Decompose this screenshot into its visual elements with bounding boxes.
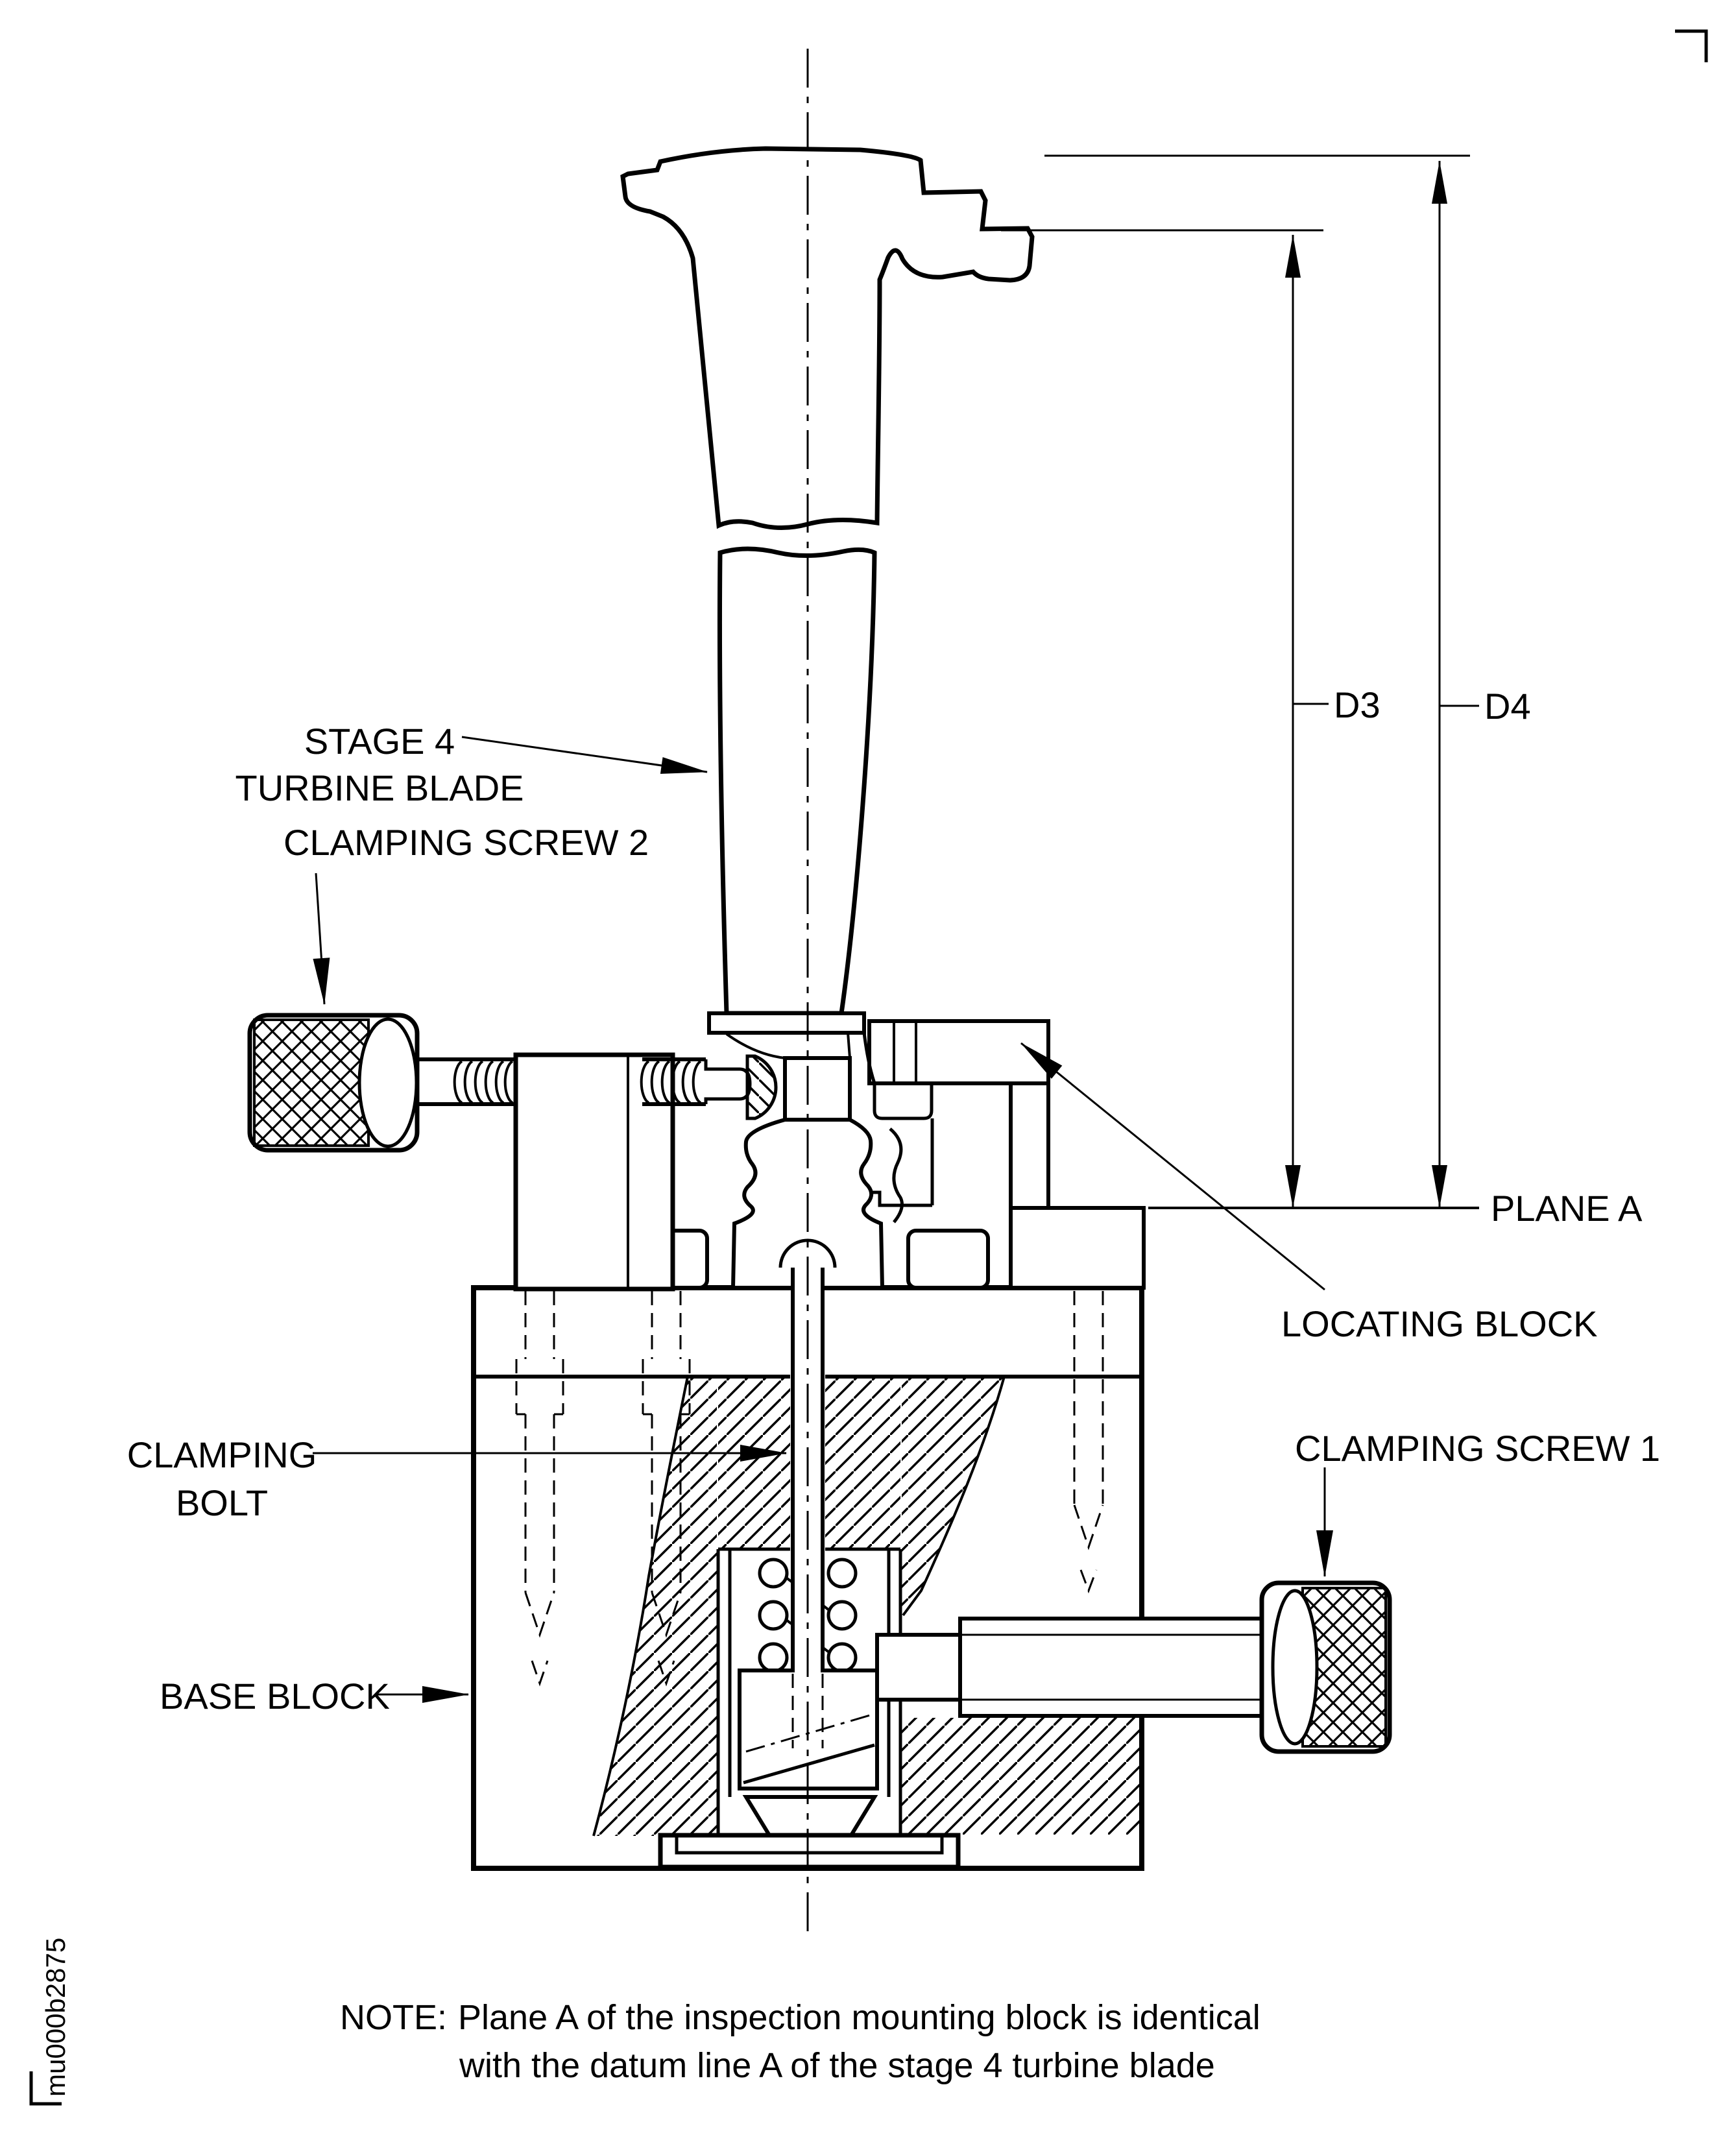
- screw1-shaft: [958, 1617, 1264, 1718]
- section-hatch-right-lower: [902, 1718, 1140, 1835]
- blade-lower-airfoil: [717, 546, 877, 1016]
- hidden-screw-mid: [642, 1291, 691, 1687]
- dimension-lines: [1001, 154, 1479, 1209]
- section-hatch-left: [594, 1377, 717, 1836]
- section-hatch-right-upper: [902, 1377, 1004, 1617]
- bolt-dome: [778, 1238, 837, 1268]
- label-clamping-screw-1: CLAMPING SCREW 1: [1295, 1428, 1660, 1469]
- note-heading: NOTE:: [340, 1998, 447, 2037]
- locating-block-shape: [625, 1019, 1146, 1290]
- blade-platform: [707, 1011, 866, 1035]
- note-line2: with the datum line A of the stage 4 tur…: [459, 2046, 1215, 2085]
- label-stage4-line2: TURBINE BLADE: [235, 767, 524, 808]
- label-clamping-screw-2: CLAMPING SCREW 2: [283, 822, 649, 863]
- leader-locating-block: [1020, 1042, 1325, 1291]
- locating-block-pocket: [873, 1083, 934, 1120]
- leader-stage4: [461, 736, 708, 774]
- corner-mark-top-right: [1675, 29, 1708, 62]
- section-hatch-bolt-right: [825, 1377, 900, 1549]
- pressure-pad: [745, 1054, 778, 1120]
- label-clamping-bolt-line2: BOLT: [176, 1482, 268, 1523]
- screw1-knob-face: [1271, 1589, 1319, 1746]
- label-plane-a: PLANE A: [1491, 1188, 1643, 1229]
- bottom-plate: [658, 1833, 961, 1870]
- clamping-screw-1-assembly: [875, 1580, 1392, 1754]
- screw2-threads-right: [640, 1060, 702, 1104]
- spring-housing: [716, 1547, 902, 1835]
- left-clamp-block: [513, 1052, 675, 1292]
- label-d4: D4: [1484, 686, 1531, 727]
- spring: [758, 1558, 858, 1673]
- leader-screw2: [313, 873, 330, 1005]
- screw2-knurl: [253, 1018, 370, 1147]
- part-number: mu000b2875: [40, 1938, 71, 2097]
- label-clamping-bolt-line1: CLAMPING: [127, 1434, 317, 1475]
- screw2-threads-left: [453, 1060, 514, 1104]
- note-line1: Plane A of the inspection mounting block…: [458, 1998, 1260, 2037]
- note-block: NOTE: Plane A of the inspection mounting…: [340, 1998, 1260, 2085]
- locating-block-serration: [889, 1127, 904, 1223]
- section-hatch-bolt-left: [718, 1377, 790, 1549]
- screw2-knob-face: [357, 1017, 418, 1148]
- blade-tip-shroud-airfoil: [620, 146, 1035, 530]
- hidden-screw-left: [515, 1291, 564, 1687]
- label-base-block: BASE BLOCK: [160, 1676, 390, 1717]
- clamping-screw-2-assembly: [247, 1013, 778, 1292]
- label-stage4-line1: STAGE 4: [304, 721, 455, 762]
- clamping-bolt-shaft: [791, 1268, 825, 1672]
- blade-shank: [783, 1056, 852, 1122]
- labels: STAGE 4 TURBINE BLADE CLAMPING SCREW 2 C…: [127, 684, 1660, 1717]
- label-d3: D3: [1334, 684, 1380, 725]
- corner-mark-bottom-left: [29, 2071, 62, 2106]
- tapered-plug: [742, 1795, 878, 1837]
- label-locating-block: LOCATING BLOCK: [1281, 1303, 1598, 1344]
- pedestal-right: [906, 1229, 990, 1290]
- screw2-tip: [704, 1059, 752, 1104]
- screw1-neck: [875, 1633, 962, 1702]
- leader-lines: [313, 736, 1333, 1703]
